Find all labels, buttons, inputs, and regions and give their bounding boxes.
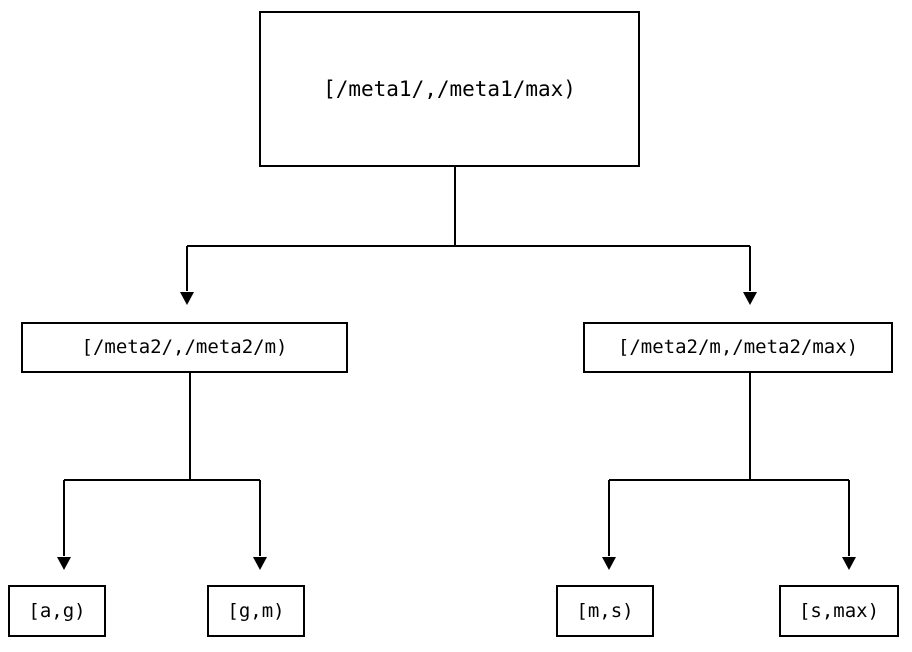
arrowhead-icon (602, 557, 616, 570)
edge-mid-right-to-leaves (602, 373, 856, 570)
tree-node-root: [/meta1/,/meta1/max) (259, 11, 640, 167)
tree-node-leaf-1-label: [a,g) (28, 599, 86, 622)
tree-node-leaf-4-label: [s,max) (798, 599, 880, 622)
edge-root-to-children (180, 167, 757, 305)
tree-node-leaf-4: [s,max) (779, 585, 899, 637)
tree-node-leaf-3-label: [m,s) (576, 599, 634, 622)
arrowhead-icon (180, 292, 194, 305)
tree-node-mid-left-label: [/meta2/,/meta2/m) (81, 336, 288, 358)
edge-mid-left-to-leaves (57, 373, 267, 570)
tree-node-leaf-3: [m,s) (556, 585, 654, 637)
tree-node-mid-right: [/meta2/m,/meta2/max) (583, 322, 893, 373)
arrowhead-icon (253, 557, 267, 570)
arrowhead-icon (743, 292, 757, 305)
tree-node-leaf-2-label: [g,m) (227, 599, 285, 622)
arrowhead-icon (842, 557, 856, 570)
tree-node-leaf-1: [a,g) (8, 585, 106, 637)
tree-node-root-label: [/meta1/,/meta1/max) (323, 76, 576, 101)
tree-node-leaf-2: [g,m) (207, 585, 305, 637)
arrowhead-icon (57, 557, 71, 570)
tree-node-mid-right-label: [/meta2/m,/meta2/max) (617, 336, 859, 358)
tree-node-mid-left: [/meta2/,/meta2/m) (21, 322, 348, 373)
